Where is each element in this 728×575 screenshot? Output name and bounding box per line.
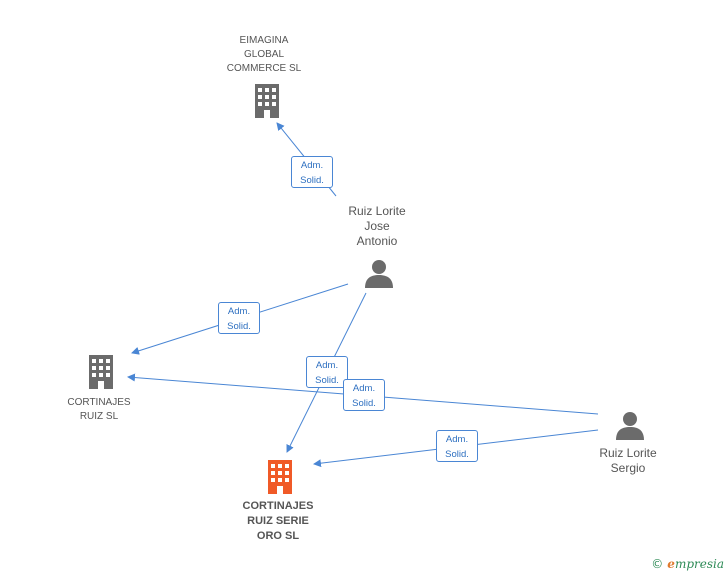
edge-label-jose-eimagina[interactable]: Adm. Solid. [291, 156, 333, 188]
person-icon[interactable] [616, 412, 644, 440]
building-icon[interactable] [255, 84, 279, 118]
copyright-icon: © [651, 557, 664, 571]
empresia-logo[interactable]: ©empresia [651, 557, 724, 571]
person-icon[interactable] [365, 260, 393, 288]
building-icon[interactable] [89, 355, 113, 389]
edge-label-sergio-cortinajes[interactable]: Adm. Solid. [343, 379, 385, 411]
node-label-serie-oro[interactable]: CORTINAJES RUIZ SERIE ORO SL [242, 500, 314, 542]
node-label-jose[interactable]: Ruiz Lorite Jose Antonio [348, 204, 406, 248]
edge-label-jose-cortinajes[interactable]: Adm. Solid. [218, 302, 260, 334]
brand-name: mpresia [674, 557, 724, 571]
node-label-cortinajes[interactable]: CORTINAJES RUIZ SL [67, 397, 131, 422]
edge-label-sergio-serie-oro[interactable]: Adm. Solid. [436, 430, 478, 462]
brand-e: e [667, 557, 675, 571]
node-label-eimagina[interactable]: EIMAGINA GLOBAL COMMERCE SL [226, 35, 302, 74]
node-label-sergio[interactable]: Ruiz Lorite Sergio [599, 446, 657, 475]
building-highlight-icon[interactable] [268, 460, 292, 494]
edge-label-jose-serie-oro[interactable]: Adm. Solid. [306, 356, 348, 388]
